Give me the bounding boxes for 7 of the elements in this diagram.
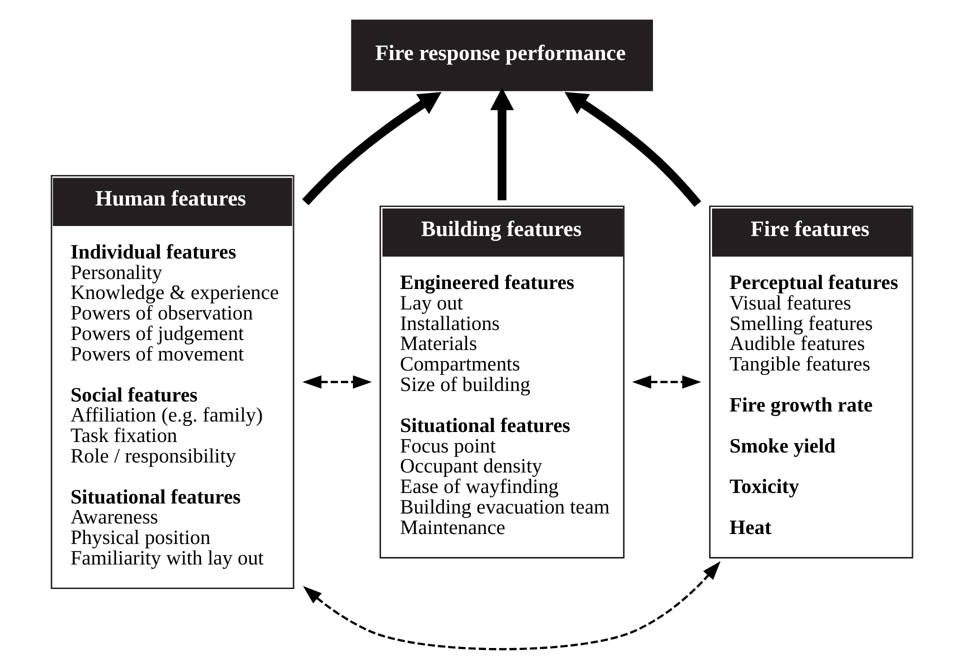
arrow (490, 88, 514, 200)
arrow (302, 561, 720, 650)
node-box: Fire response performance (350, 20, 652, 92)
arrow (632, 375, 701, 389)
arrow (564, 92, 701, 207)
arrow (302, 92, 442, 206)
arrow (302, 375, 372, 389)
